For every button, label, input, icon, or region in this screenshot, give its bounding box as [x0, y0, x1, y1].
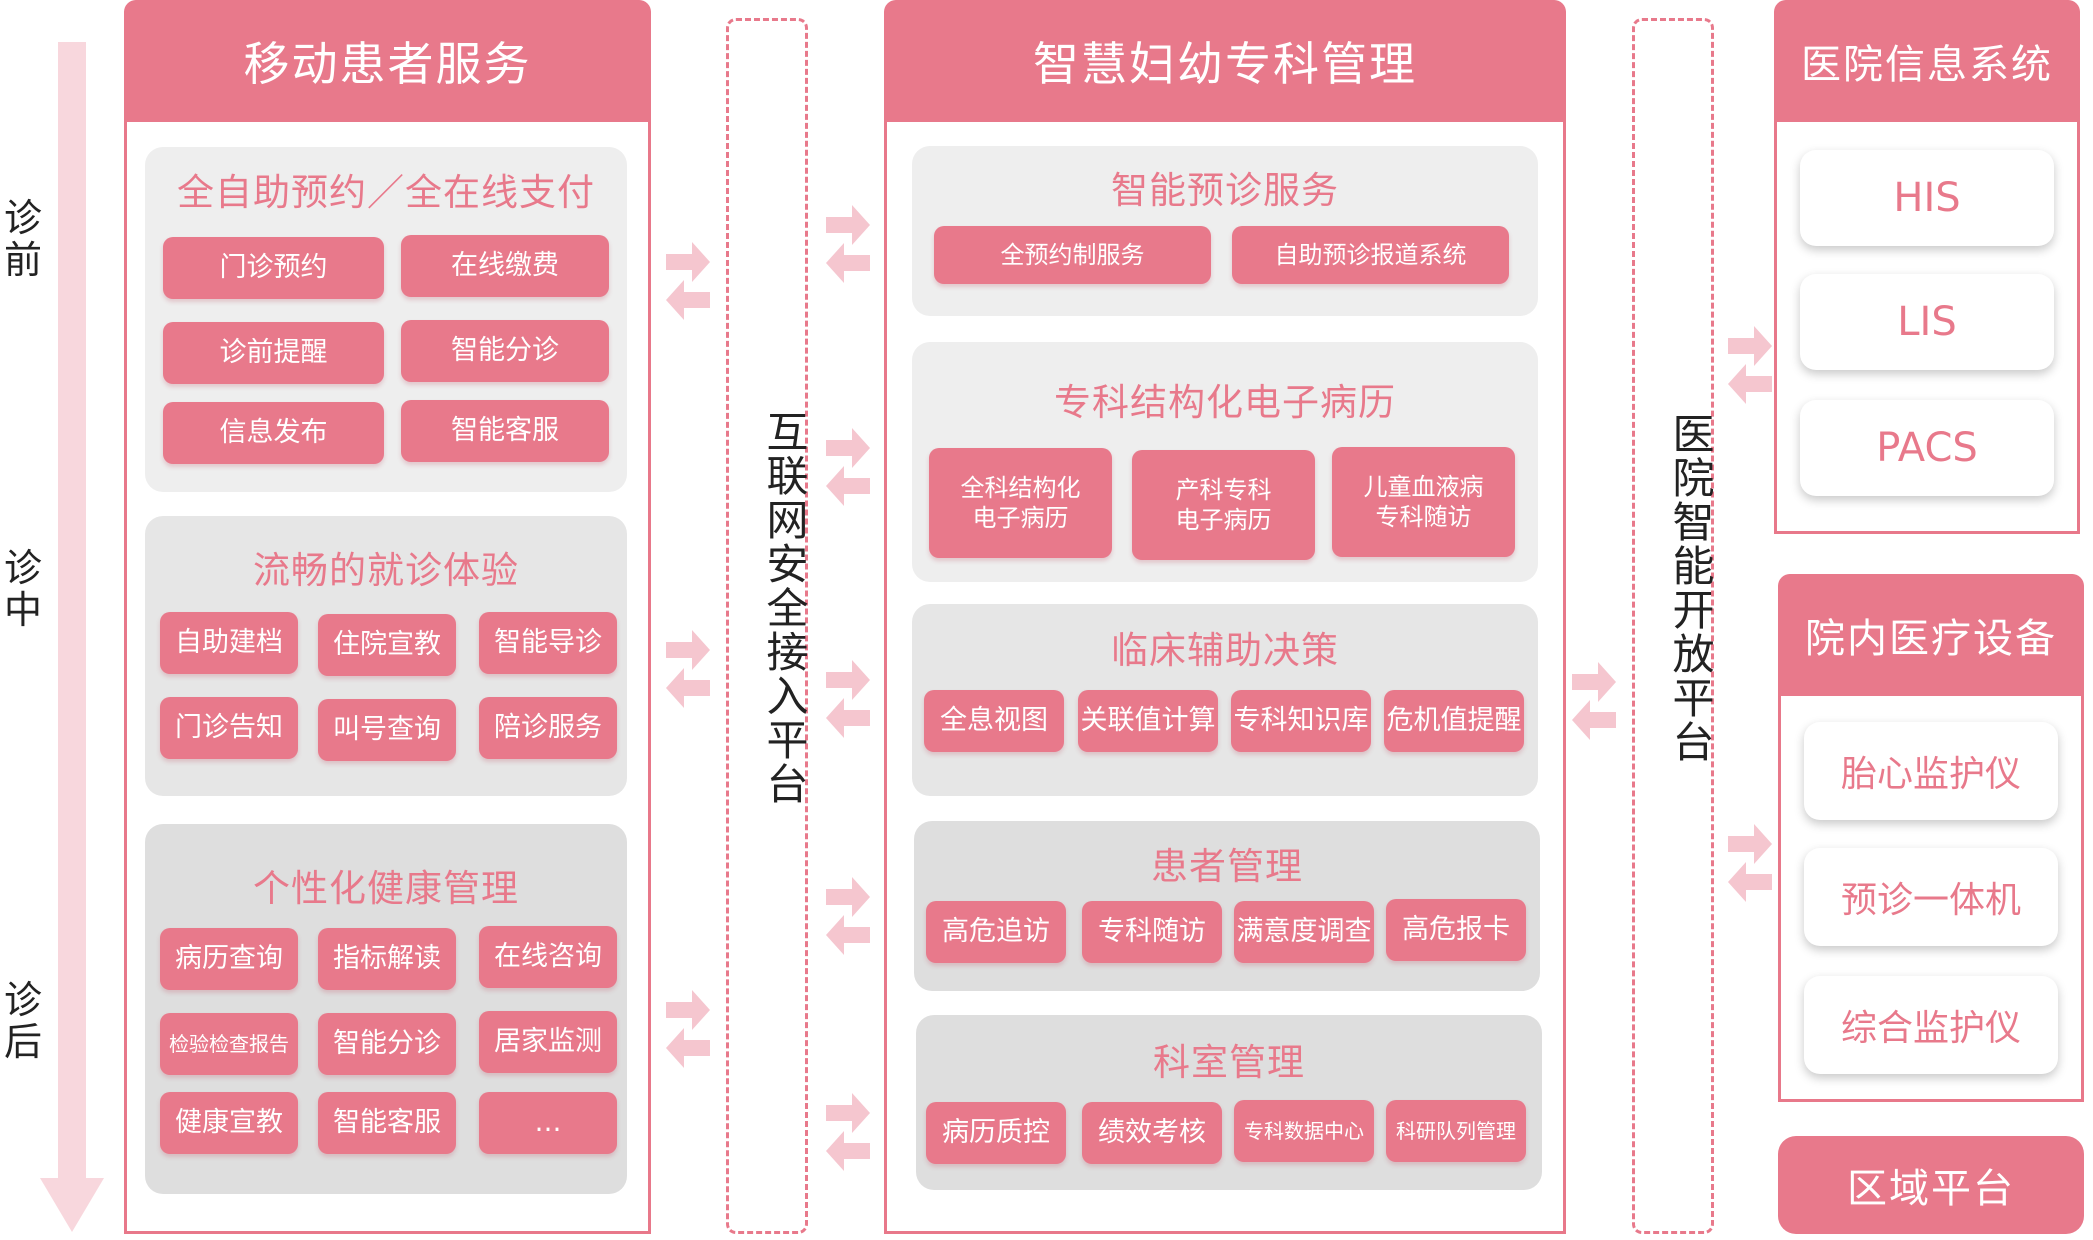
- phase-after: 诊后: [4, 978, 43, 1064]
- hospital-open-platform-label: 医院智能开放平台: [1666, 412, 1715, 764]
- section-title: 个性化健康管理: [253, 867, 519, 910]
- panel-title: 医院信息系统: [1774, 0, 2080, 122]
- service-button[interactable]: 产科专科 电子病历: [1132, 450, 1315, 560]
- service-button[interactable]: 诊前提醒: [163, 322, 384, 384]
- arrow-pair: [826, 205, 870, 283]
- service-button[interactable]: 绩效考核: [1082, 1102, 1222, 1164]
- panel-title: 智慧妇幼专科管理: [884, 0, 1566, 122]
- system-card-pacs[interactable]: PACS: [1800, 400, 2054, 496]
- service-button[interactable]: 专科知识库: [1231, 690, 1371, 752]
- service-button[interactable]: 智能分诊: [318, 1013, 456, 1075]
- service-button[interactable]: 门诊预约: [163, 237, 384, 299]
- device-card-patient-monitor[interactable]: 综合监护仪: [1804, 976, 2058, 1074]
- arrow-pair: [666, 630, 710, 708]
- service-button[interactable]: 自助建档: [160, 612, 298, 674]
- service-button[interactable]: 专科数据中心: [1234, 1100, 1374, 1162]
- section-title: 临床辅助决策: [1111, 629, 1339, 672]
- internet-access-platform-label: 互联网安全接入平台: [760, 410, 809, 806]
- service-button[interactable]: 检验检查报告: [160, 1013, 298, 1075]
- service-button[interactable]: 门诊告知: [160, 697, 298, 759]
- service-button[interactable]: 智能客服: [318, 1092, 456, 1154]
- arrow-pair: [826, 660, 870, 738]
- service-button[interactable]: 科研队列管理: [1386, 1100, 1526, 1162]
- service-button[interactable]: 病历查询: [160, 928, 298, 990]
- device-card-fetal-monitor[interactable]: 胎心监护仪: [1804, 722, 2058, 820]
- system-card-lis[interactable]: LIS: [1800, 274, 2054, 370]
- service-button[interactable]: 全息视图: [924, 690, 1064, 752]
- service-button[interactable]: 居家监测: [479, 1011, 617, 1073]
- more-button[interactable]: …: [479, 1092, 617, 1154]
- panel-title: 移动患者服务: [124, 0, 651, 122]
- service-button[interactable]: 专科随访: [1082, 901, 1222, 963]
- section-title: 全自助预约／全在线支付: [177, 171, 595, 214]
- service-button[interactable]: 病历质控: [926, 1102, 1066, 1164]
- arrow-pair: [826, 428, 870, 506]
- service-button[interactable]: 儿童血液病 专科随访: [1332, 447, 1515, 557]
- service-button[interactable]: 关联值计算: [1078, 690, 1218, 752]
- section-title: 患者管理: [1151, 845, 1303, 888]
- service-button[interactable]: 高危追访: [926, 901, 1066, 963]
- service-button[interactable]: 满意度调查: [1234, 901, 1374, 963]
- arrow-pair: [1728, 824, 1772, 902]
- service-button[interactable]: 信息发布: [163, 402, 384, 464]
- internet-access-platform: [726, 18, 808, 1234]
- phase-during: 诊中: [4, 546, 43, 632]
- service-button[interactable]: 危机值提醒: [1384, 690, 1524, 752]
- section-title: 流畅的就诊体验: [253, 549, 519, 592]
- arrow-pair: [666, 990, 710, 1068]
- service-button[interactable]: 全科结构化 电子病历: [929, 448, 1112, 558]
- section-title: 科室管理: [1153, 1041, 1305, 1084]
- service-button[interactable]: 陪诊服务: [479, 697, 617, 759]
- service-button[interactable]: 在线缴费: [401, 235, 609, 297]
- regional-platform[interactable]: 区域平台: [1778, 1136, 2084, 1234]
- arrow-pair: [1572, 662, 1616, 740]
- arrow-pair: [666, 242, 710, 320]
- service-button[interactable]: 叫号查询: [318, 699, 456, 761]
- service-button[interactable]: 智能客服: [401, 400, 609, 462]
- section-title: 专科结构化电子病历: [1054, 381, 1396, 424]
- system-card-his[interactable]: HIS: [1800, 150, 2054, 246]
- service-button[interactable]: 智能分诊: [401, 320, 609, 382]
- arrow-pair: [826, 1093, 870, 1171]
- hospital-open-platform: [1632, 18, 1714, 1234]
- service-button[interactable]: 高危报卡: [1386, 899, 1526, 961]
- service-button[interactable]: 全预约制服务: [934, 226, 1211, 284]
- service-button[interactable]: 指标解读: [318, 928, 456, 990]
- service-button[interactable]: 住院宣教: [318, 614, 456, 676]
- panel-title: 院内医疗设备: [1778, 574, 2084, 696]
- phase-before: 诊前: [4, 196, 43, 282]
- service-button[interactable]: 在线咨询: [479, 926, 617, 988]
- service-button[interactable]: 健康宣教: [160, 1092, 298, 1154]
- service-button[interactable]: 自助预诊报道系统: [1232, 226, 1509, 284]
- timeline-arrowhead: [40, 1178, 104, 1232]
- device-card-prediagnosis-kiosk[interactable]: 预诊一体机: [1804, 848, 2058, 946]
- section-title: 智能预诊服务: [1111, 169, 1339, 212]
- arrow-pair: [826, 877, 870, 955]
- service-button[interactable]: 智能导诊: [479, 612, 617, 674]
- timeline-bar: [58, 42, 86, 1202]
- arrow-pair: [1728, 326, 1772, 404]
